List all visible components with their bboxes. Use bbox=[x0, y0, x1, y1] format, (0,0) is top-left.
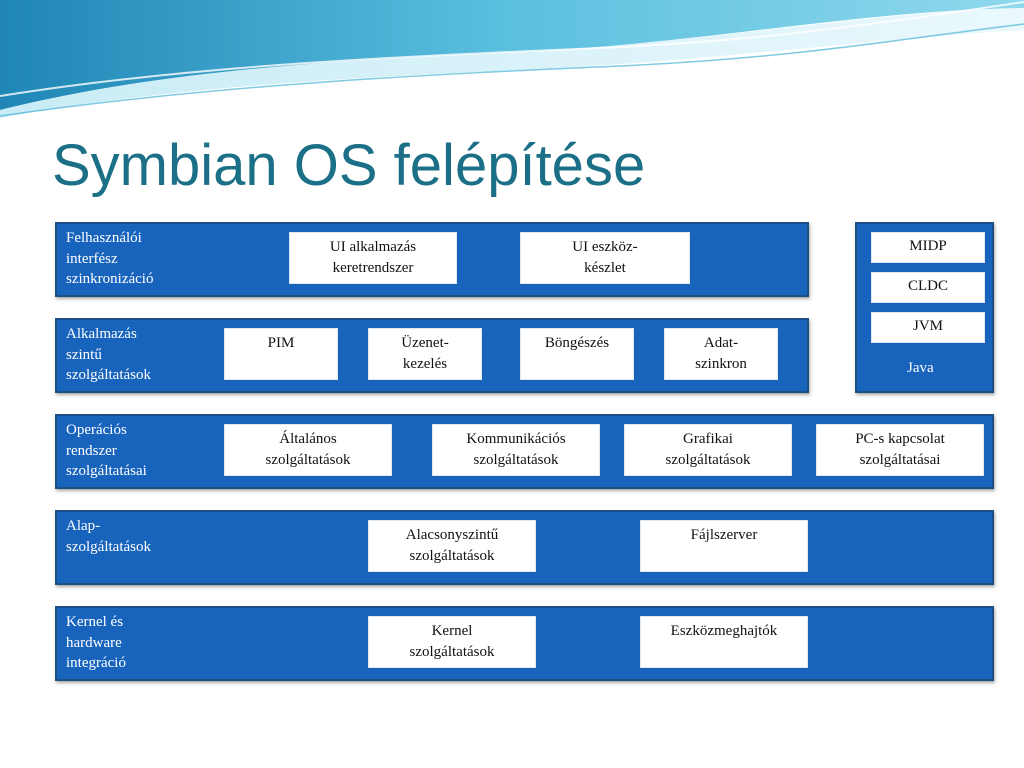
device-drivers-box: Eszközmeghajtók bbox=[640, 616, 808, 668]
communication-services-box: Kommunikációs szolgáltatások bbox=[432, 424, 600, 476]
layer-label: Kernel és hardware integráció bbox=[66, 614, 126, 671]
layer-label: Felhasználói interfész szinkronizáció bbox=[66, 230, 154, 287]
ui-toolkit-box: UI eszköz- készlet bbox=[520, 232, 690, 284]
pim-box: PIM bbox=[224, 328, 338, 380]
layer-ui-sync: Felhasználói interfész szinkronizáció UI… bbox=[55, 222, 809, 297]
midp-box: MIDP bbox=[871, 232, 985, 263]
file-server-box: Fájlszerver bbox=[640, 520, 808, 572]
layer-app-services: Alkalmazás szintű szolgáltatások PIM Üze… bbox=[55, 318, 809, 393]
browsing-box: Böngészés bbox=[520, 328, 634, 380]
layer-os-services: Operációs rendszer szolgáltatásai Általá… bbox=[55, 414, 994, 489]
java-panel: MIDP CLDC JVM Java bbox=[855, 222, 994, 393]
header-wave-decoration bbox=[0, 0, 1024, 118]
ui-framework-box: UI alkalmazás keretrendszer bbox=[289, 232, 457, 284]
low-level-services-box: Alacsonyszintű szolgáltatások bbox=[368, 520, 536, 572]
jvm-box: JVM bbox=[871, 312, 985, 343]
layer-label: Operációs rendszer szolgáltatásai bbox=[66, 422, 147, 479]
data-sync-box: Adat- szinkron bbox=[664, 328, 778, 380]
slide-title: Symbian OS felépítése bbox=[52, 133, 646, 198]
layer-label: Alkalmazás szintű szolgáltatások bbox=[66, 326, 151, 383]
graphics-services-box: Grafikai szolgáltatások bbox=[624, 424, 792, 476]
cldc-box: CLDC bbox=[871, 272, 985, 303]
layer-kernel: Kernel és hardware integráció Kernel szo… bbox=[55, 606, 994, 681]
general-services-box: Általános szolgáltatások bbox=[224, 424, 392, 476]
java-label: Java bbox=[907, 360, 934, 376]
kernel-services-box: Kernel szolgáltatások bbox=[368, 616, 536, 668]
pc-connectivity-box: PC-s kapcsolat szolgáltatásai bbox=[816, 424, 984, 476]
layer-base-services: Alap- szolgáltatások Alacsonyszintű szol… bbox=[55, 510, 994, 585]
layer-label: Alap- szolgáltatások bbox=[66, 518, 151, 555]
messaging-box: Üzenet- kezelés bbox=[368, 328, 482, 380]
